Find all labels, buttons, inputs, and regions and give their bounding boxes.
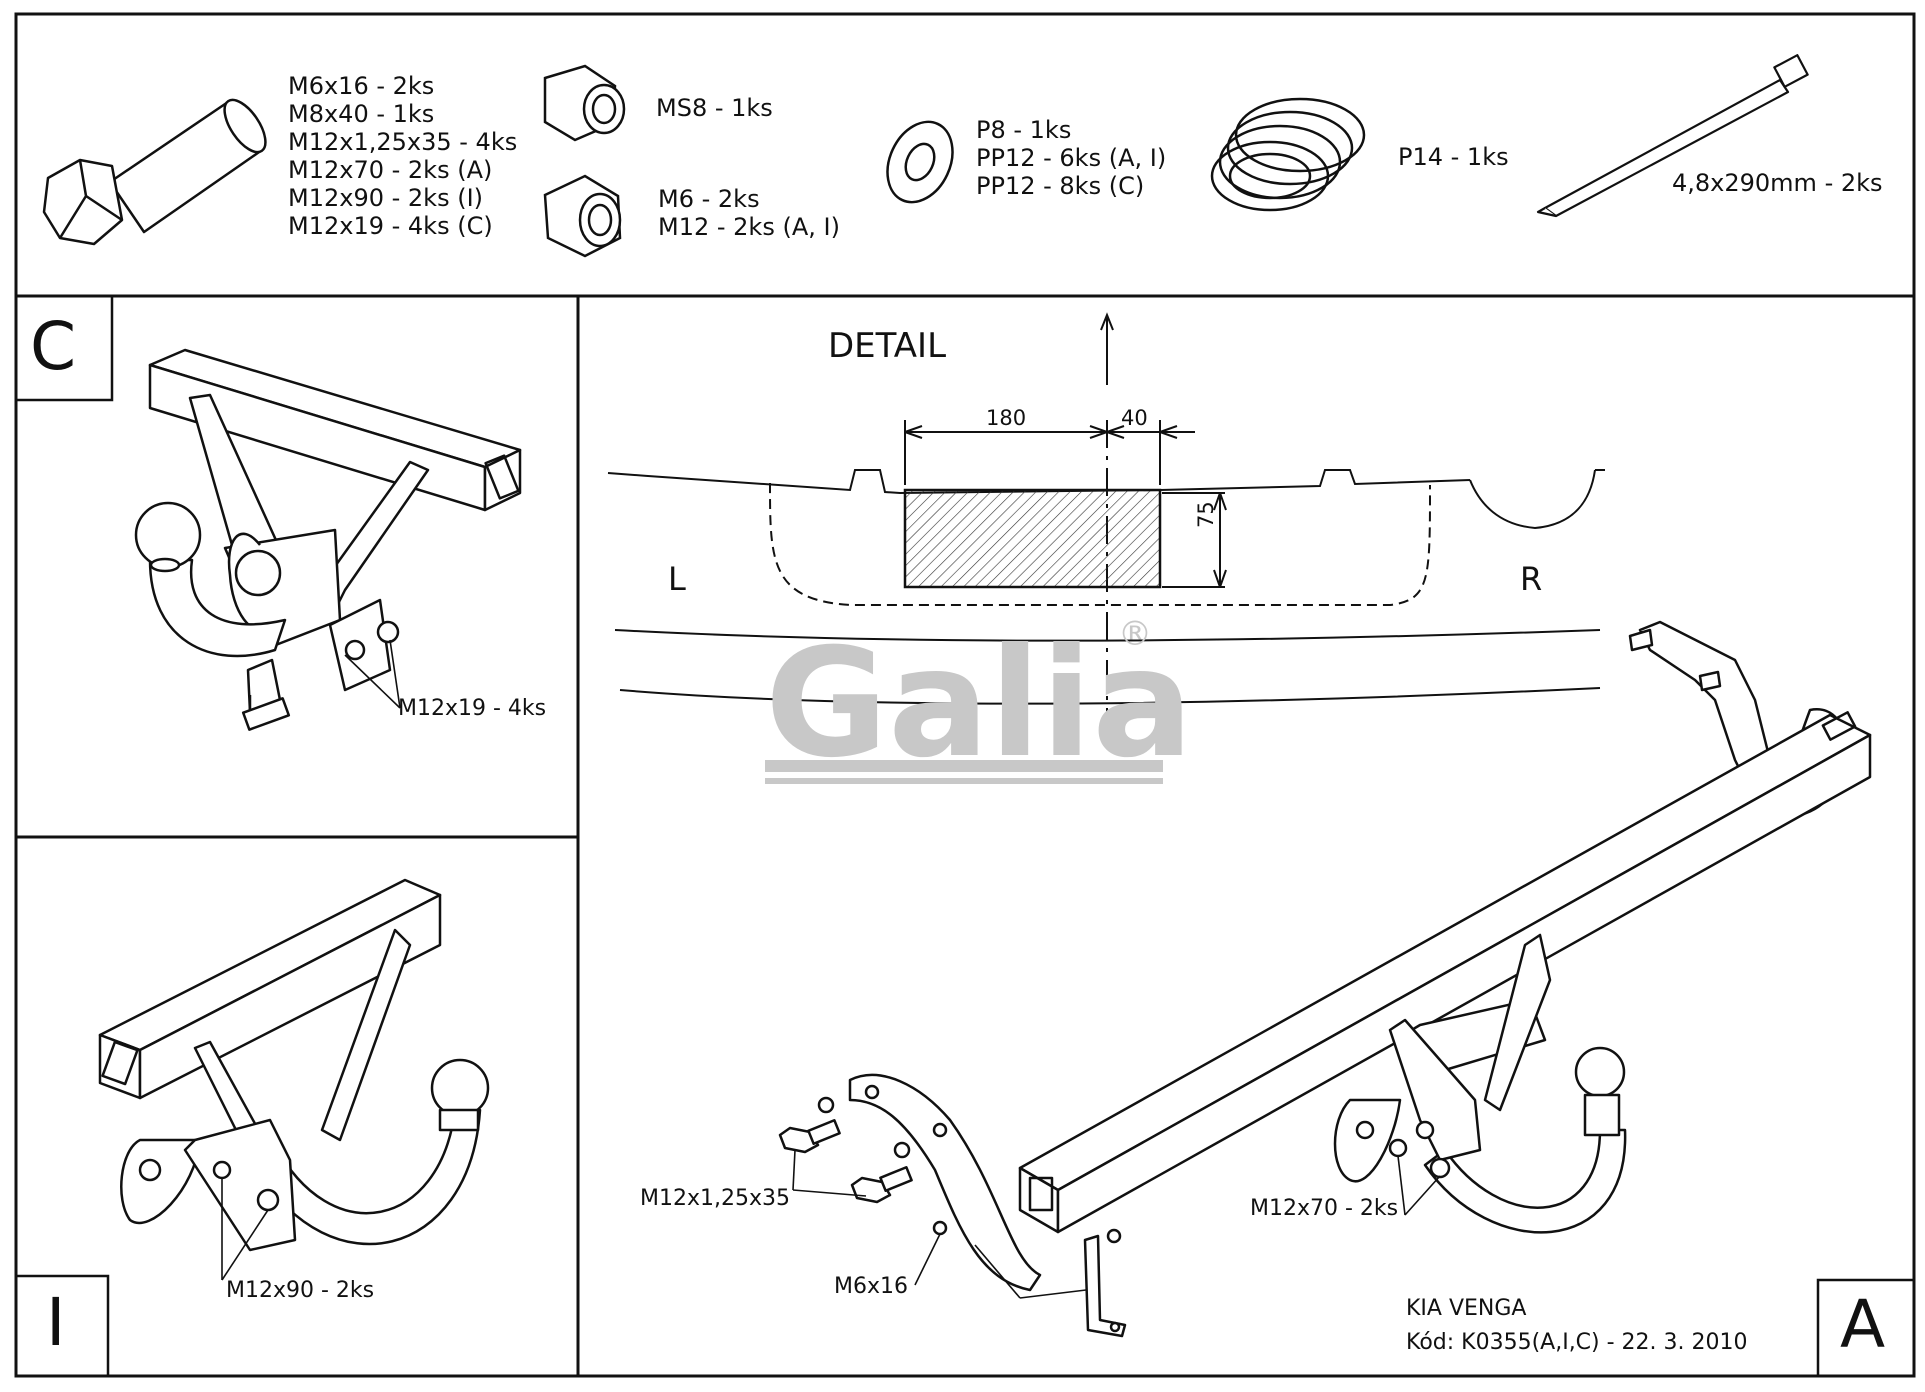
lock-nut-label: MS8 - 1ks — [656, 94, 773, 122]
dim-width-label: 180 — [986, 406, 1027, 430]
panel-i-callout: M12x90 - 2ks — [226, 1278, 375, 1303]
bolt-list: M6x16 - 2ks M8x40 - 1ks M12x1,25x35 - 4k… — [288, 72, 517, 240]
panel-i-drawing — [98, 878, 490, 1252]
bolt-item: M6x16 - 2ks — [288, 72, 435, 100]
model-name: KIA VENGA — [1406, 1296, 1527, 1321]
dim-height-label: 75 — [1194, 501, 1218, 528]
panel-c-drawing — [134, 348, 522, 731]
washer-list: P8 - 1ks PP12 - 6ks (A, I) PP12 - 8ks (C… — [976, 116, 1166, 200]
left-side-label: L — [668, 560, 686, 598]
bolt-item: M8x40 - 1ks — [288, 100, 435, 128]
hex-bolt-icon — [42, 98, 267, 246]
panel-c-callout: M12x19 - 4ks — [398, 696, 547, 721]
panel-c-letter: C — [30, 308, 77, 385]
panel-a-drawing — [778, 620, 1872, 1338]
washer-item: PP12 - 8ks (C) — [976, 172, 1145, 200]
frame — [14, 12, 1916, 1378]
galia-logo-watermark: Galia ® — [765, 614, 1193, 791]
small-bolt-callout: M6x16 — [834, 1274, 908, 1299]
spring-label: P14 - 1ks — [1398, 143, 1509, 171]
detail-title: DETAIL — [828, 326, 947, 366]
panel-i-leaders — [221, 1178, 269, 1281]
cable-tie-label: 4,8x290mm - 2ks — [1672, 169, 1883, 197]
bolt-item: M12x70 - 2ks (A) — [288, 156, 493, 184]
nut-list: M6 - 2ks M12 - 2ks (A, I) — [658, 185, 840, 241]
hatched-cutout — [903, 488, 1162, 589]
washer-item: PP12 - 6ks (A, I) — [976, 144, 1167, 172]
right-side-label: R — [1520, 560, 1543, 598]
bolt-item: M12x19 - 4ks (C) — [288, 212, 493, 240]
bolt-pair-callout: M12x1,25x35 — [640, 1186, 790, 1211]
lock-nut-icon — [543, 64, 626, 142]
ball-bolts-callout: M12x70 - 2ks — [1250, 1196, 1399, 1221]
panel-c-leaders — [344, 639, 401, 709]
washer-icon — [886, 120, 954, 204]
bolt-item: M12x90 - 2ks (I) — [288, 184, 484, 212]
cable-tie-icon — [1536, 54, 1809, 218]
panel-i-letter: I — [46, 1284, 66, 1361]
letter-boxes — [14, 294, 1916, 1378]
nut-item: M12 - 2ks (A, I) — [658, 213, 840, 241]
nut-item: M6 - 2ks — [658, 185, 760, 213]
panel-a-leaders — [792, 1149, 1441, 1299]
hex-nut-icon — [543, 174, 622, 258]
washer-item: P8 - 1ks — [976, 116, 1072, 144]
detail-drawing — [607, 312, 1605, 750]
spring-washer-icon — [1210, 97, 1366, 212]
bolt-item: M12x1,25x35 - 4ks — [288, 128, 518, 156]
product-code: Kód: K0355(A,I,C) - 22. 3. 2010 — [1406, 1330, 1748, 1355]
dim-offset-label: 40 — [1121, 406, 1148, 430]
logo-mark: ® — [1118, 614, 1152, 654]
panel-a-letter: A — [1840, 1286, 1886, 1363]
